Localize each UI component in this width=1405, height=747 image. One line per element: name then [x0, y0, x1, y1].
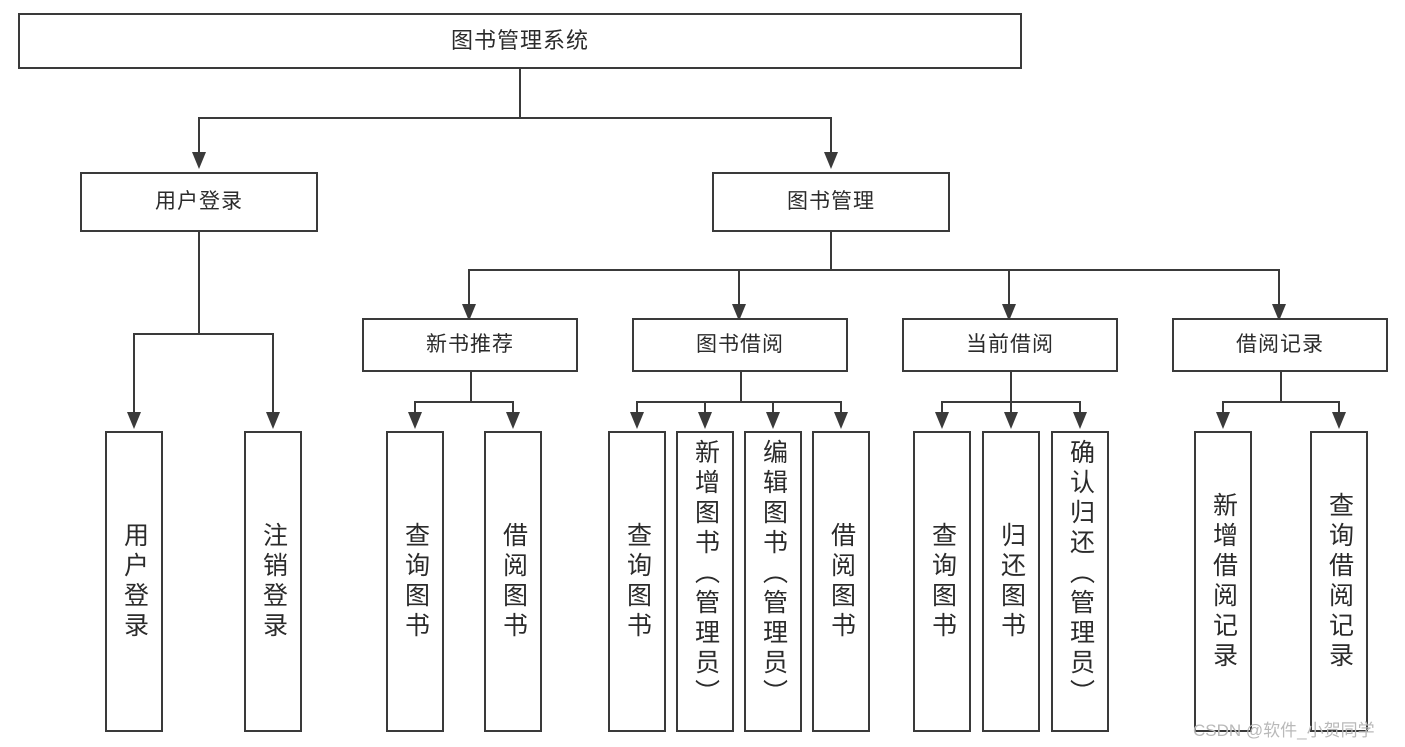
node-label: 确认归还（管理员） [1066, 439, 1095, 709]
node-label: 编辑图书（管理员） [759, 439, 788, 709]
leaf-bb-query-book[interactable]: 查询图书 [608, 431, 666, 732]
arrowhead-current-borrow [1002, 304, 1016, 321]
node-user-login[interactable]: 用户登录 [80, 172, 318, 232]
leaf-logout[interactable]: 注销登录 [244, 431, 302, 732]
connector-root-to-book-management [830, 117, 832, 155]
leaf-user-login[interactable]: 用户登录 [105, 431, 163, 732]
node-label: 归还图书 [997, 521, 1026, 642]
connector-root-stem [519, 69, 521, 117]
leaf-nbr-borrow-book[interactable]: 借阅图书 [484, 431, 542, 732]
connector-to-book-borrow [738, 269, 740, 307]
node-label: 查询借阅记录 [1325, 491, 1354, 672]
node-label: 当前借阅 [966, 332, 1054, 356]
arrowhead-book-borrow [732, 304, 746, 321]
connector-cb-drop-2 [1010, 401, 1012, 415]
leaf-cb-query-book[interactable]: 查询图书 [913, 431, 971, 732]
connector-nbr-drop-1 [414, 401, 416, 415]
connector-user-login-stem [198, 232, 200, 333]
arrowhead-nbr-query-book [408, 412, 422, 429]
node-label: 查询图书 [928, 521, 957, 642]
node-label: 查询图书 [401, 521, 430, 642]
node-label: 用户登录 [120, 521, 149, 642]
leaf-bb-add-book[interactable]: 新增图书（管理员） [676, 431, 734, 732]
connector-root-bus [198, 117, 832, 119]
node-label: 用户登录 [155, 189, 243, 213]
node-root-book-management-system[interactable]: 图书管理系统 [18, 13, 1022, 69]
node-label: 注销登录 [259, 521, 288, 642]
node-label: 新增图书（管理员） [691, 439, 720, 709]
arrowhead-br-add-record [1216, 412, 1230, 429]
arrowhead-bb-edit-book [766, 412, 780, 429]
arrowhead-cb-confirm-return [1073, 412, 1087, 429]
arrowhead-bb-query-book [630, 412, 644, 429]
connector-book-borrow-stem [740, 372, 742, 401]
connector-bb-drop-2 [704, 401, 706, 415]
arrowhead-cb-query-book [935, 412, 949, 429]
arrowhead-new-book-recommend [462, 304, 476, 321]
arrowhead-br-query-record [1332, 412, 1346, 429]
connector-to-borrow-record [1278, 269, 1280, 307]
csdn-watermark: CSDN @软件_小贺同学 [1193, 721, 1375, 740]
node-label: 查询图书 [623, 521, 652, 642]
node-new-book-recommend[interactable]: 新书推荐 [362, 318, 578, 372]
arrowhead-bb-borrow-book [834, 412, 848, 429]
arrowhead-borrow-record [1272, 304, 1286, 321]
connector-cb-drop-3 [1079, 401, 1081, 415]
arrowhead-cb-return-book [1004, 412, 1018, 429]
connector-new-book-recommend-bus [414, 401, 512, 403]
connector-borrow-record-bus [1222, 401, 1338, 403]
node-borrow-record[interactable]: 借阅记录 [1172, 318, 1388, 372]
node-book-borrow[interactable]: 图书借阅 [632, 318, 848, 372]
leaf-nbr-query-book[interactable]: 查询图书 [386, 431, 444, 732]
connector-user-login-bus [133, 333, 273, 335]
connector-user-login-drop-1 [133, 333, 135, 415]
node-label: 新增借阅记录 [1209, 491, 1238, 672]
connector-br-drop-1 [1222, 401, 1224, 415]
connector-borrow-record-stem [1280, 372, 1282, 401]
arrowhead-leaf-user-login [127, 412, 141, 429]
leaf-bb-edit-book[interactable]: 编辑图书（管理员） [744, 431, 802, 732]
arrowhead-leaf-logout [266, 412, 280, 429]
connector-bb-drop-1 [636, 401, 638, 415]
arrowhead-book-management [824, 152, 838, 169]
connector-current-borrow-stem [1010, 372, 1012, 401]
connector-bb-drop-3 [772, 401, 774, 415]
connector-to-new-book-recommend [468, 269, 470, 307]
connector-cb-drop-1 [941, 401, 943, 415]
connector-level3-bus [468, 269, 1280, 271]
leaf-br-add-record[interactable]: 新增借阅记录 [1194, 431, 1252, 732]
node-label: 图书管理系统 [450, 28, 589, 54]
connector-nbr-drop-2 [512, 401, 514, 415]
leaf-cb-confirm-return[interactable]: 确认归还（管理员） [1051, 431, 1109, 732]
arrowhead-nbr-borrow-book [506, 412, 520, 429]
node-label: 图书管理 [787, 189, 875, 213]
connector-br-drop-2 [1338, 401, 1340, 415]
node-label: 图书借阅 [696, 332, 784, 356]
leaf-bb-borrow-book[interactable]: 借阅图书 [812, 431, 870, 732]
arrowhead-bb-add-book [698, 412, 712, 429]
connector-book-borrow-bus [636, 401, 842, 403]
connector-user-login-drop-2 [272, 333, 274, 415]
node-label: 借阅图书 [499, 521, 528, 642]
connector-book-management-stem [830, 232, 832, 269]
node-label: 借阅记录 [1236, 332, 1324, 356]
arrowhead-user-login [192, 152, 206, 169]
connector-to-current-borrow [1008, 269, 1010, 307]
leaf-cb-return-book[interactable]: 归还图书 [982, 431, 1040, 732]
node-label: 新书推荐 [426, 332, 514, 356]
connector-root-to-user-login [198, 117, 200, 155]
node-label: 借阅图书 [827, 521, 856, 642]
node-current-borrow[interactable]: 当前借阅 [902, 318, 1118, 372]
leaf-br-query-record[interactable]: 查询借阅记录 [1310, 431, 1368, 732]
connector-new-book-recommend-stem [470, 372, 472, 401]
connector-bb-drop-4 [840, 401, 842, 415]
node-book-management[interactable]: 图书管理 [712, 172, 950, 232]
